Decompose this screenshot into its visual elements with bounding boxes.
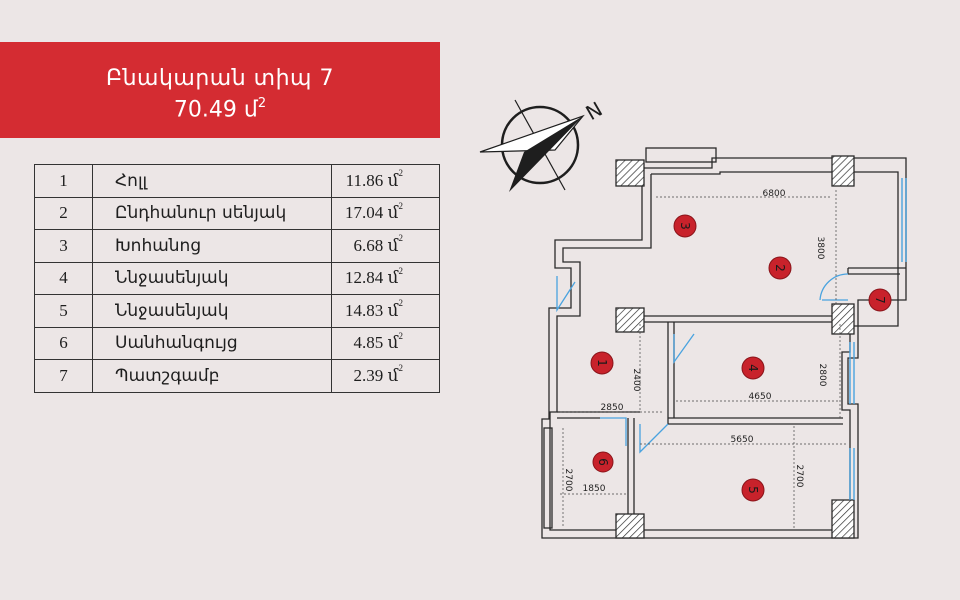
room-marker-label: 7 [873, 296, 887, 304]
dimension-label: 1850 [583, 484, 606, 494]
room-area-unit: մ [387, 203, 399, 223]
apartment-total-area: 70.49 մ2 [0, 96, 440, 123]
compass-north-label: N [581, 97, 606, 125]
room-marker: 4 [741, 356, 765, 380]
room-marker: 3 [673, 214, 697, 238]
unit-superscript: 2 [398, 363, 404, 374]
unit-superscript: 2 [398, 265, 404, 276]
room-area-value: 6.68 [353, 235, 384, 255]
room-area-table: 1 Հոլլ 11.86 մ2 2 Ընդհանուր սենյակ 17.04… [34, 164, 440, 393]
column [615, 307, 645, 333]
plan-walls [541, 147, 907, 539]
door [639, 423, 669, 454]
room-name: Ընդհանուր սենյակ [92, 196, 332, 230]
room-area: 17.04 մ2 [331, 196, 440, 230]
room-marker-label: 2 [773, 264, 787, 272]
dimension-label: 2800 [817, 364, 827, 387]
room-marker-label: 3 [678, 222, 692, 230]
dimension-label: 3800 [815, 237, 825, 260]
room-area: 11.86 մ2 [331, 164, 440, 198]
total-area-value: 70.49 [173, 97, 237, 123]
room-area-unit: մ [387, 268, 399, 288]
room-area: 2.39 մ2 [331, 359, 440, 393]
column [831, 303, 855, 335]
room-number: 5 [34, 294, 93, 328]
room-marker-label: 1 [595, 359, 609, 367]
room-area-value: 11.86 [345, 170, 384, 190]
table-row: 3 Խոհանոց 6.68 մ2 [34, 229, 440, 263]
dimension-label: 6800 [763, 189, 786, 199]
table-row: 1 Հոլլ 11.86 մ2 [34, 164, 440, 198]
balcony-rail [645, 147, 717, 163]
room-marker: 6 [592, 451, 614, 473]
room-name: Խոհանոց [92, 229, 332, 263]
room-area: 4.85 մ2 [331, 326, 440, 360]
door [556, 276, 576, 313]
room-marker: 1 [590, 351, 614, 375]
room-area-unit: մ [387, 365, 399, 385]
room-name: Պատշգամբ [92, 359, 332, 393]
room-area-unit: մ [387, 333, 399, 353]
room-number: 4 [34, 261, 93, 295]
dimension-label: 2700 [563, 469, 573, 492]
unit-superscript: 2 [398, 298, 404, 309]
room-marker-label: 4 [746, 364, 760, 372]
room-marker: 5 [741, 478, 765, 502]
plan-windows [849, 178, 907, 500]
column [831, 155, 855, 187]
room-area: 6.68 մ2 [331, 229, 440, 263]
apartment-title: Բնակարան տիպ 7 [106, 66, 334, 91]
dimension-lines [560, 190, 846, 528]
room-number: 1 [34, 164, 93, 198]
dimension-label: 5650 [731, 435, 754, 445]
room-name: Ննջասենյակ [92, 261, 332, 295]
total-area-unit: մ [243, 97, 258, 123]
title-banner: Բնակարան տիպ 7 70.49 մ2 [0, 42, 440, 138]
room-area-value: 2.39 [353, 365, 384, 385]
dimension-label: 2700 [794, 465, 804, 488]
unit-superscript: 2 [257, 96, 267, 111]
room-area-unit: մ [387, 235, 399, 255]
room-number: 7 [34, 359, 93, 393]
room-area-value: 14.83 [345, 300, 384, 320]
door [600, 417, 627, 446]
unit-superscript: 2 [398, 330, 404, 341]
plan-doors [556, 273, 849, 454]
compass-icon: N [479, 97, 606, 192]
unit-superscript: 2 [398, 168, 404, 179]
compass-needle-dark [509, 116, 583, 192]
column [615, 513, 645, 539]
unit-superscript: 2 [398, 200, 404, 211]
dimension-label: 2850 [601, 403, 624, 413]
dimension-label: 2400 [631, 369, 641, 392]
room-marker: 2 [768, 256, 792, 280]
table-row: 2 Ընդհանուր սենյակ 17.04 մ2 [34, 196, 440, 230]
shaft-niche [543, 427, 553, 529]
table-row: 7 Պատշգամբ 2.39 մ2 [34, 359, 440, 393]
dimension-label: 4650 [749, 392, 772, 402]
room-area-value: 17.04 [345, 203, 384, 223]
room-marker-label: 6 [596, 458, 610, 466]
column [831, 499, 855, 539]
compass-needle-light [479, 114, 585, 153]
door [673, 333, 695, 365]
table-row: 5 Ննջասենյակ 14.83 մ2 [34, 294, 440, 328]
room-name: Ննջասենյակ [92, 294, 332, 328]
room-area-unit: մ [387, 300, 399, 320]
inner-wall-outline [549, 171, 899, 531]
outer-wall-outline [541, 157, 907, 539]
room-area-unit: մ [387, 170, 399, 190]
unit-superscript: 2 [398, 233, 404, 244]
plan-columns [615, 155, 855, 539]
room-marker-label: 5 [746, 486, 760, 494]
door [819, 273, 849, 301]
column [615, 159, 645, 187]
room-area-value: 12.84 [345, 268, 384, 288]
room-area-value: 4.85 [353, 333, 384, 353]
room-marker: 7 [868, 288, 892, 312]
